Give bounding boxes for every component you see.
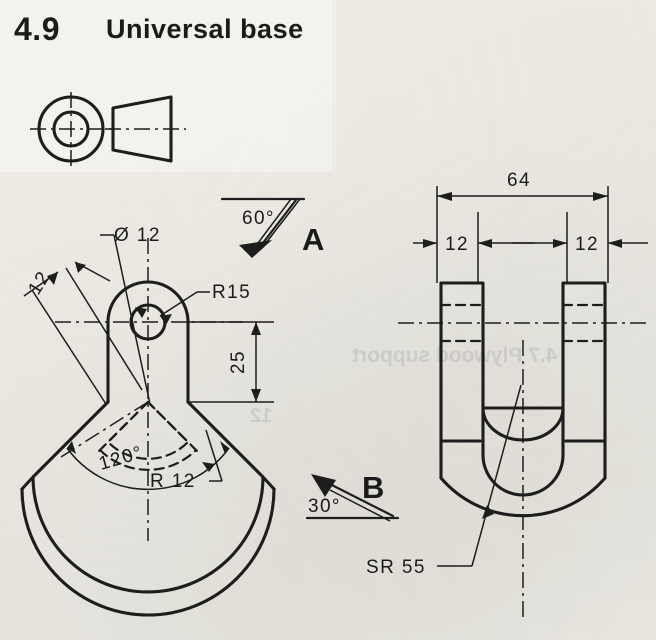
fillet-radius-dimension: R 12 — [150, 429, 223, 492]
sphere-radius-dimension: SR 55 — [366, 384, 522, 578]
bleed-text-title: 4.7 Plywood support — [352, 344, 558, 367]
view-arrow-a: 60° A — [220, 197, 324, 258]
top-radius-dimension: R15 — [159, 282, 251, 325]
sector-angle-label: 120° — [97, 442, 146, 475]
hole-diameter-dimension: Ø 12 — [100, 225, 161, 405]
plan-view-construction-lines — [55, 238, 243, 541]
thickness-dimension: 12 — [23, 261, 143, 405]
prong-left-width-dimension: 12 — [413, 212, 535, 283]
prong-right-width-dimension: 12 — [512, 212, 648, 283]
thickness-label: 12 — [24, 267, 54, 298]
page-title: Universal base — [106, 14, 304, 44]
sphere-radius-label: SR 55 — [366, 557, 426, 578]
bleed-text-number: 12 — [250, 405, 273, 427]
fillet-radius-label: R 12 — [150, 471, 196, 492]
overall-width-label: 64 — [507, 170, 531, 191]
front-view-outline — [439, 281, 607, 518]
plan-view-outline — [20, 280, 276, 617]
height-dimension: 25 — [188, 321, 274, 403]
top-radius-label: R15 — [212, 282, 251, 303]
view-b-letter: B — [362, 470, 384, 505]
prong-right-width-label: 12 — [575, 234, 599, 255]
height-label: 25 — [228, 350, 249, 374]
view-arrow-b: 30° B — [305, 470, 400, 522]
prong-left-width-label: 12 — [445, 234, 469, 255]
view-a-angle-label: 60° — [242, 208, 275, 229]
hole-diameter-label: Ø 12 — [114, 225, 161, 246]
overall-width-dimension: 64 — [436, 170, 609, 283]
front-view-construction-lines — [398, 303, 648, 618]
view-b-angle-label: 30° — [308, 496, 341, 517]
view-a-letter: A — [302, 222, 324, 257]
section-number: 4.9 — [14, 11, 60, 47]
